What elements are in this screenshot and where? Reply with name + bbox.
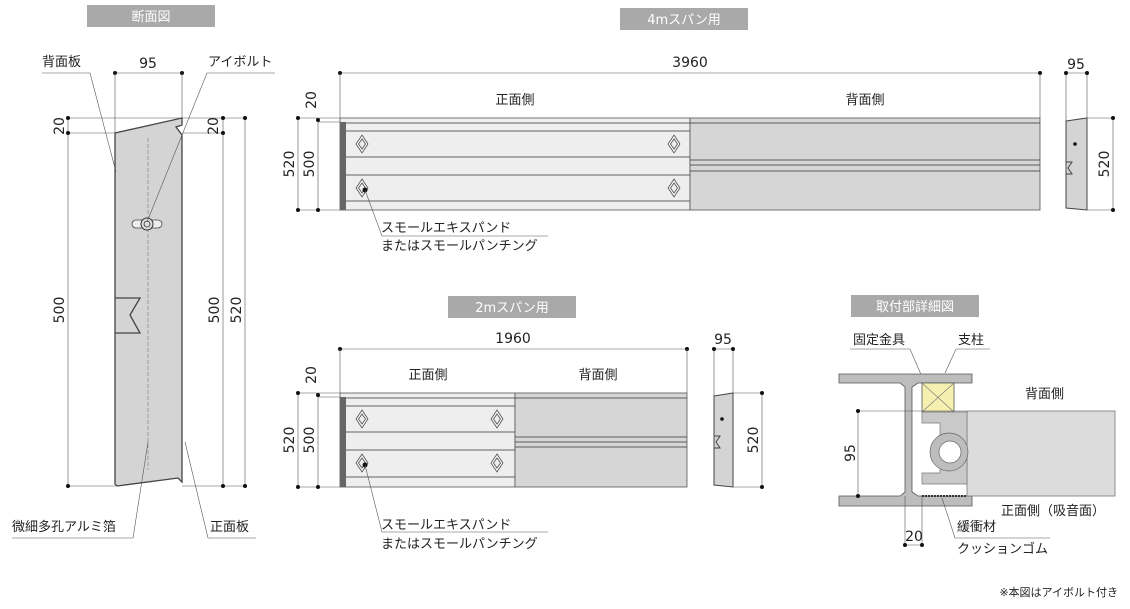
span-4m-500-dim: 500 bbox=[302, 151, 318, 178]
post-label: 支柱 bbox=[958, 333, 984, 348]
span-2m-back-label: 背面側 bbox=[578, 368, 617, 383]
bracket-icon bbox=[921, 382, 955, 413]
span-2m-back-panel bbox=[514, 392, 688, 488]
section-panel-shape bbox=[114, 117, 183, 487]
end-cap bbox=[340, 397, 346, 487]
span-4m-520-dim: 520 bbox=[282, 151, 298, 178]
span-2m-note-line1: スモールエキスパンド bbox=[381, 518, 511, 533]
front-plate-label: 正面板 bbox=[210, 520, 249, 535]
span-4m-top-dim: 20 bbox=[304, 91, 320, 109]
section-width-dim: 95 bbox=[139, 56, 157, 72]
span-4m-back-label: 背面側 bbox=[845, 93, 884, 108]
span-2m-front-label: 正面側 bbox=[408, 368, 447, 383]
cushion-label: 緩衝材 bbox=[957, 520, 996, 535]
span-2m-500-dim: 500 bbox=[302, 427, 318, 454]
span-2m-520-dim: 520 bbox=[282, 427, 298, 454]
end-cap bbox=[340, 122, 346, 210]
span-4m-side-width-dim: 95 bbox=[1067, 57, 1085, 73]
bracket-label: 固定金具 bbox=[853, 332, 905, 348]
foil-label: 微細多孔アルミ箔 bbox=[12, 519, 116, 535]
footnote: ※本図はアイボルト付き bbox=[999, 585, 1118, 599]
detail-front-side-label: 正面側（吸音面） bbox=[1001, 503, 1105, 519]
section-top-right-dim: 20 bbox=[206, 117, 222, 135]
span-4m-length-dim: 3960 bbox=[672, 55, 708, 71]
section-height-520-dim: 520 bbox=[229, 297, 245, 324]
span-2m-note-line2: またはスモールパンチング bbox=[381, 537, 538, 552]
span-2m-side-width-dim: 95 bbox=[714, 332, 732, 348]
span-4m-back-panel bbox=[689, 117, 1041, 211]
section-title-box bbox=[87, 5, 215, 27]
span-2m-side-section bbox=[713, 392, 734, 488]
detail-title: 取付部詳細図 bbox=[876, 299, 954, 315]
eye-bolt-icon bbox=[131, 217, 163, 231]
span-2m-title-box bbox=[448, 296, 576, 318]
span-4m-side-height-dim: 520 bbox=[1097, 151, 1113, 178]
span-4m-title: 4mスパン用 bbox=[647, 13, 721, 28]
span-2m-title: 2mスパン用 bbox=[475, 301, 549, 316]
span-4m-title-box bbox=[620, 8, 748, 30]
span-4m-note-line1: スモールエキスパンド bbox=[381, 221, 511, 236]
section-top-left-dim: 20 bbox=[52, 117, 68, 135]
span-2m-front-panel bbox=[339, 392, 516, 488]
span-2m-view: 2mスパン用 1960 正面側 背面側 20 520 500 スモールエキスパン… bbox=[282, 296, 764, 552]
section-height-500-dim: 500 bbox=[207, 297, 223, 324]
span-4m-front-panel bbox=[339, 117, 691, 211]
span-4m-note-line2: またはスモールパンチング bbox=[381, 239, 538, 254]
detail-back-side-label: 背面側 bbox=[1025, 387, 1064, 402]
cushion-rubber-label: クッションゴム bbox=[957, 541, 1048, 557]
span-4m-front-label: 正面側 bbox=[495, 93, 534, 108]
span-2m-length-dim: 1960 bbox=[495, 331, 531, 347]
section-height-left-dim: 500 bbox=[52, 297, 68, 324]
span-4m-view: 4mスパン用 3960 正面側 背面側 20 520 500 bbox=[282, 8, 1115, 254]
span-2m-side-height-dim: 520 bbox=[746, 427, 762, 454]
span-2m-top-dim: 20 bbox=[304, 366, 320, 384]
span-4m-side-section bbox=[1065, 117, 1088, 211]
section-title: 断面図 bbox=[131, 10, 170, 25]
detail-title-box bbox=[851, 295, 979, 317]
back-plate-label: 背面板 bbox=[42, 55, 81, 70]
detail-depth-dim: 95 bbox=[843, 444, 859, 462]
detail-panel bbox=[966, 410, 1116, 497]
detail-offset-dim: 20 bbox=[905, 529, 923, 545]
eye-bolt-label: アイボルト bbox=[208, 55, 272, 70]
detail-view: 取付部詳細図 固定金具 支柱 背面側 正面側（吸音面） 95 20 緩衝材 クッ… bbox=[838, 295, 1116, 557]
section-view: 断面図 95 20 500 20 500 520 背面板 アイボルト 微細多孔ア… bbox=[12, 5, 275, 539]
